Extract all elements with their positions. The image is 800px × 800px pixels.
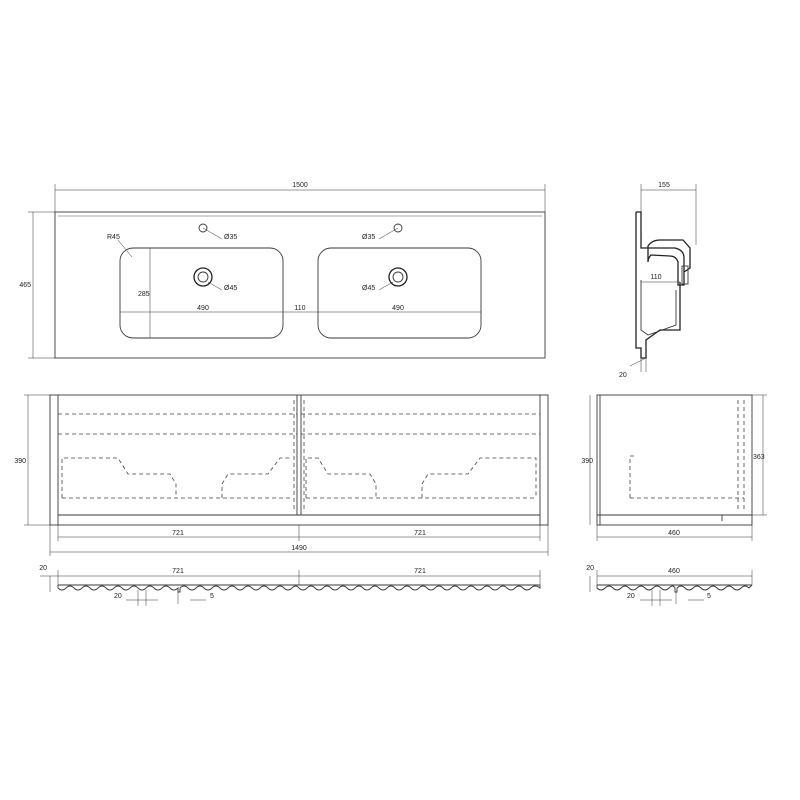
side-drawer-strip-view: 460 20 20 5 — [586, 565, 753, 606]
bowl-width-right-label: 490 — [392, 305, 404, 312]
radius-leader — [117, 239, 133, 258]
bowl-gap-label: 110 — [294, 305, 305, 312]
module-right-label: 721 — [414, 530, 426, 537]
drain-left-label: Ø45 — [224, 285, 237, 292]
strip-wave-left — [57, 585, 300, 593]
overall-width-label: 1500 — [292, 182, 308, 189]
right-bowl — [317, 247, 482, 339]
hidden-line — [629, 455, 636, 498]
right-drain-inner — [392, 271, 404, 283]
side-strip-thickness-label: 20 — [586, 565, 594, 572]
side-groove-depth-label: 5 — [707, 593, 711, 600]
overflow-fitting — [681, 265, 689, 285]
side-height-label: 390 — [581, 458, 593, 465]
bottom-lip-label: 20 — [619, 372, 627, 379]
tap-hole-right-label: Ø35 — [362, 234, 375, 241]
left-tap-hole — [198, 223, 208, 233]
side-groove-width-label: 20 — [627, 593, 635, 600]
strip-thickness-label: 20 — [39, 565, 47, 572]
side-cabinet-view: 390 363 460 — [581, 394, 767, 541]
radius-label: R45 — [107, 234, 120, 241]
side-depth-label: 460 — [668, 530, 680, 537]
side-cabinet-outline — [596, 394, 753, 526]
front-cabinet-view: 390 721 721 1490 — [14, 394, 549, 556]
front-overall-width-label: 1490 — [291, 545, 307, 552]
basin-body-profile — [635, 212, 681, 359]
hidden-basin-profile — [421, 457, 537, 498]
groove-width-label: 20 — [114, 593, 122, 600]
groove-depth-label: 5 — [210, 593, 214, 600]
bowl-depth-label: 285 — [138, 291, 150, 298]
hidden-basin-profile — [305, 457, 377, 498]
hidden-basin-profile — [221, 457, 292, 498]
side-strip-depth-label: 460 — [668, 568, 680, 575]
side-strip-wave — [596, 584, 753, 593]
bowl-width-left-label: 490 — [197, 305, 209, 312]
left-drain-inner — [197, 271, 209, 283]
overall-depth-label: 465 — [19, 282, 31, 289]
countertop-outline — [54, 211, 546, 359]
plan-view: 1500 465 R45 Ø35 Ø35 Ø45 Ø45 285 490 110… — [19, 182, 546, 359]
module-left-label: 721 — [172, 530, 184, 537]
right-drain-outer — [388, 267, 408, 287]
tap-leader-left — [202, 227, 223, 240]
hidden-basin-profile — [61, 457, 177, 498]
top-width-label: 155 — [658, 182, 670, 189]
basin-wall-profile — [636, 211, 691, 286]
side-section-view: 155 110 20 — [619, 182, 697, 379]
left-drain-outer — [193, 267, 213, 287]
strip-wave-right — [298, 585, 541, 591]
inner-offset-label: 110 — [650, 274, 661, 281]
left-bowl — [119, 247, 284, 339]
drain-leader-right — [378, 281, 394, 291]
tap-leader-right — [378, 227, 399, 240]
right-tap-hole — [393, 223, 403, 233]
front-height-label: 390 — [14, 458, 26, 465]
drain-leader-left — [207, 281, 223, 291]
side-inner-height-label: 363 — [753, 454, 765, 461]
front-drawer-strip-view: 721 721 20 20 5 — [39, 565, 541, 606]
cabinet-outline — [49, 394, 549, 526]
basin-inner-profile — [640, 280, 677, 336]
strip-module-left-label: 721 — [172, 568, 184, 575]
dim-line-bottom-lip — [629, 357, 647, 367]
strip-module-right-label: 721 — [414, 568, 426, 575]
drain-right-label: Ø45 — [362, 285, 375, 292]
tap-hole-left-label: Ø35 — [224, 234, 237, 241]
